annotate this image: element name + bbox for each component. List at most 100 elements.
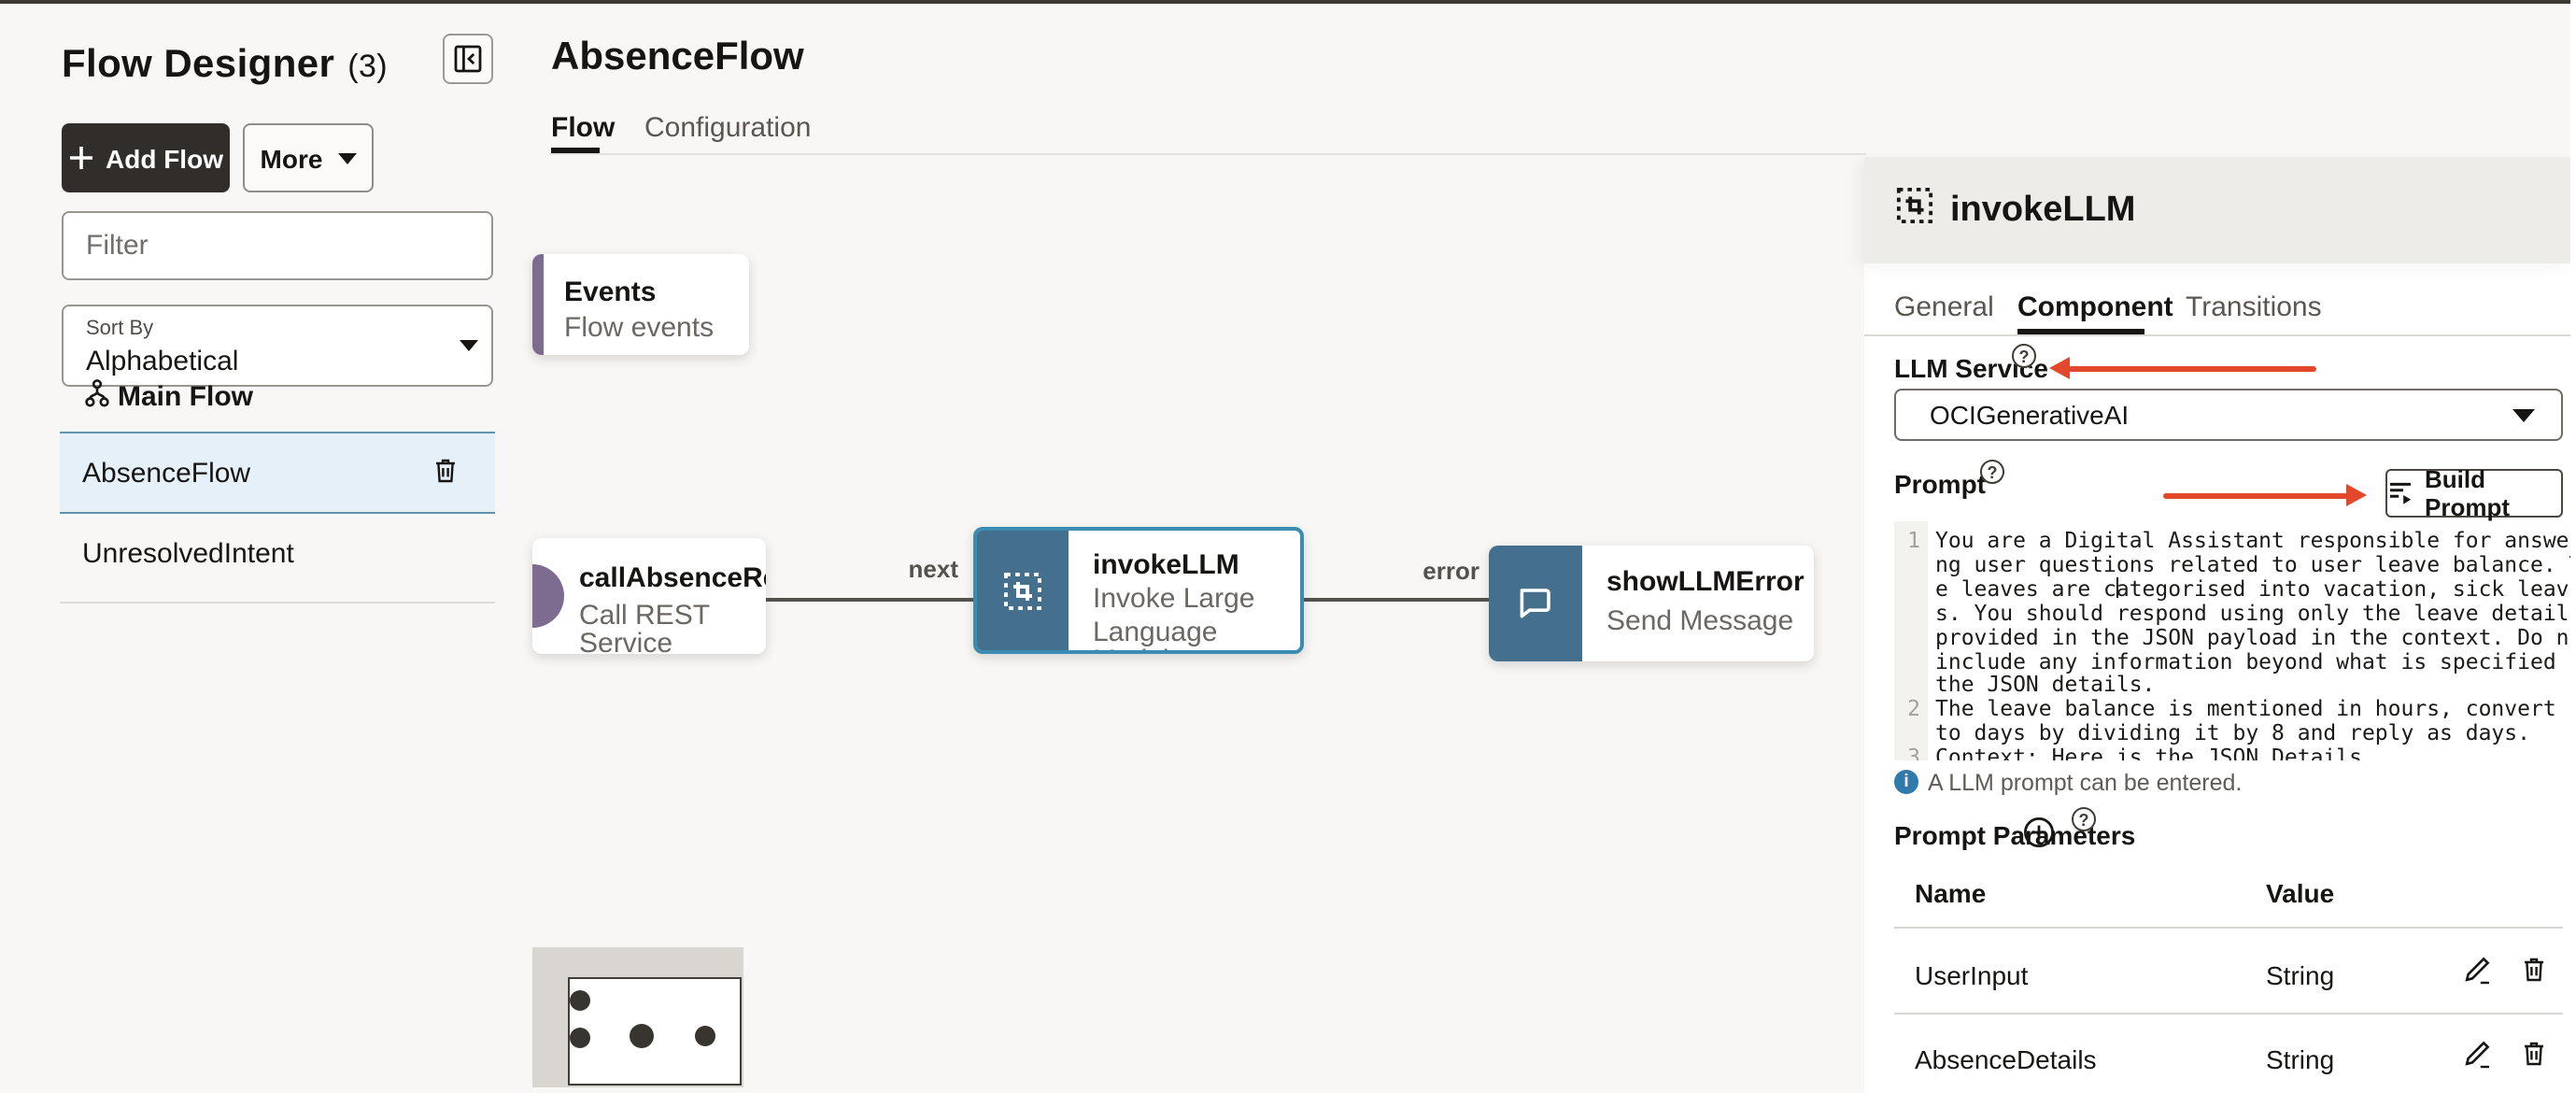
param-name: AbsenceDetails [1915, 1044, 2097, 1074]
node-title: Events [564, 277, 657, 308]
send-message-icon-block [1489, 546, 1582, 661]
column-header-name: Name [1915, 878, 1987, 908]
invoke-llm-icon-block [977, 531, 1069, 650]
delete-icon[interactable] [2520, 955, 2548, 985]
sort-by-label: Sort By [86, 318, 154, 340]
node-title: invokeLLM [1093, 549, 1239, 581]
add-parameter-icon[interactable] [2023, 816, 2055, 848]
code-line: Context: Here is the JSON Details [1935, 744, 2362, 760]
rest-service-icon [532, 564, 564, 628]
tab-configuration[interactable]: Configuration [644, 112, 812, 144]
table-divider [1894, 1013, 2563, 1015]
table-row[interactable]: AbsenceDetails String [1894, 1028, 2563, 1093]
flow-list-item-absenceflow[interactable] [60, 432, 495, 514]
panel-tab-divider [1864, 334, 2570, 336]
sidebar-title: Flow Designer (3) [62, 43, 388, 88]
sort-by-select[interactable] [62, 305, 493, 387]
more-button[interactable]: More [243, 123, 374, 192]
node-show-llm-error[interactable]: showLLMError Send Message [1489, 546, 1814, 661]
line-number [1894, 577, 1920, 602]
node-subtitle: Flow events [564, 312, 715, 344]
param-value: String [2266, 960, 2335, 990]
annotation-arrow-right-shaft [2163, 492, 2348, 498]
active-tab-underline [2017, 329, 2144, 334]
tab-transitions[interactable]: Transitions [2186, 291, 2322, 323]
text-cursor [2116, 577, 2118, 598]
param-value: String [2266, 1044, 2335, 1074]
chat-bubble-icon [1515, 583, 1556, 624]
active-tab-underline [551, 148, 600, 153]
node-subtitle-line1: Invoke Large [1093, 583, 1255, 615]
help-icon[interactable]: ? [2012, 344, 2036, 368]
table-divider [1894, 927, 2563, 929]
prompt-parameters-label: Prompt Parameters [1894, 820, 2136, 850]
code-line: the JSON details. [1935, 671, 2156, 698]
collapse-panel-icon [454, 45, 482, 73]
filter-input[interactable] [62, 211, 493, 280]
annotation-arrow-left-shaft [2068, 365, 2316, 371]
chevron-down-icon [460, 340, 478, 351]
collapse-sidebar-button[interactable] [443, 34, 493, 84]
chevron-down-icon [337, 152, 357, 163]
code-line: include any information beyond what is s… [1935, 647, 2576, 674]
line-number [1894, 674, 1920, 698]
llm-service-value: OCIGenerativeAI [1930, 400, 2130, 430]
sort-by-value: Alphabetical [86, 346, 239, 377]
sidebar-divider [60, 602, 495, 603]
annotation-arrow-right-icon [2346, 484, 2367, 506]
llm-crop-icon [1003, 571, 1042, 610]
help-icon[interactable]: ? [2072, 807, 2096, 831]
line-number [1894, 553, 1920, 577]
canvas-minimap[interactable] [532, 947, 743, 1087]
flow-page-title: AbsenceFlow [551, 35, 804, 78]
param-name: UserInput [1915, 960, 2029, 990]
properties-panel-header: invokeLLM [1864, 157, 2570, 263]
editor-gutter [1894, 521, 1928, 760]
delete-icon[interactable] [2520, 1039, 2548, 1069]
prompt-hint-text: A LLM prompt can be entered. [1928, 770, 2243, 796]
add-flow-button[interactable]: Add Flow [62, 123, 230, 192]
prompt-label: Prompt [1894, 469, 1986, 499]
build-prompt-button[interactable]: Build Prompt [2385, 465, 2563, 521]
table-row[interactable]: UserInput String [1894, 944, 2563, 1013]
edge-label-error: error [1422, 557, 1479, 585]
line-number: 1 [1907, 527, 1920, 553]
llm-crop-icon [1896, 187, 1933, 224]
flow-count-badge: (3) [347, 49, 389, 84]
code-line: provided in the JSON payload in the cont… [1935, 623, 2576, 650]
edge-error [1304, 598, 1489, 602]
add-flow-label: Add Flow [106, 143, 223, 173]
edit-icon[interactable] [2462, 955, 2492, 985]
node-invoke-llm[interactable]: invokeLLM Invoke Large Language Model [973, 527, 1304, 654]
minimap-node-dot [630, 1024, 654, 1048]
tab-general[interactable]: General [1894, 291, 1994, 323]
events-accent-bar [532, 254, 544, 355]
code-line: to days by dividing it by 8 and reply as… [1935, 719, 2530, 746]
window-top-edge [0, 0, 2576, 4]
code-line: The leave balance is mentioned in hours,… [1935, 695, 2576, 722]
delete-flow-icon[interactable] [432, 456, 460, 486]
edit-icon[interactable] [2462, 1039, 2492, 1069]
line-number [1894, 649, 1920, 674]
help-icon[interactable]: ? [1980, 460, 2004, 484]
node-subtitle-line2: Language Model [1093, 617, 1218, 650]
tab-divider [549, 153, 1866, 155]
node-events[interactable]: Events Flow events [532, 254, 749, 355]
more-label: More [260, 143, 323, 173]
tab-flow[interactable]: Flow [551, 112, 616, 144]
info-icon: i [1894, 770, 1918, 794]
chevron-down-icon [2512, 408, 2535, 421]
column-header-value: Value [2266, 878, 2335, 908]
line-number: 3 [1907, 744, 1920, 760]
right-edge-strip [2570, 0, 2576, 1093]
code-line: e leaves are categorised into vacation, … [1935, 575, 2576, 602]
node-subtitle: Call REST Service [579, 600, 710, 654]
node-title: showLLMError [1606, 566, 1805, 598]
node-call-rest[interactable]: callAbsenceRe... Call REST Service [532, 538, 766, 654]
tab-component[interactable]: Component [2017, 291, 2173, 323]
minimap-viewport[interactable] [568, 977, 742, 1086]
llm-service-select[interactable]: OCIGenerativeAI [1894, 389, 2563, 441]
sidebar-title-text: Flow Designer [62, 43, 335, 86]
line-number [1894, 625, 1920, 649]
